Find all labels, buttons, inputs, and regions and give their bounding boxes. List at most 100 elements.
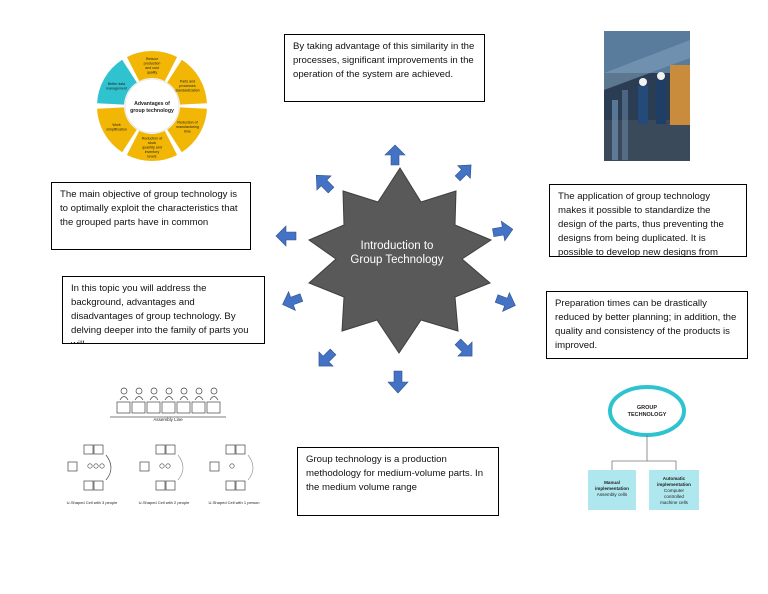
cycle-segment-label: stock [148, 141, 157, 145]
cycle-segment-label: inventory [145, 150, 160, 154]
text-box-left-upper-content: The main objective of group technology i… [60, 189, 238, 228]
cell-caption-2: U-Shaped Cell with 2 people [139, 500, 190, 505]
center-title-line2: Group Technology [350, 254, 443, 266]
text-box-top-content: By taking advantage of this similarity i… [293, 41, 475, 80]
cycle-segment-label: processes [179, 84, 196, 88]
operator-icon [165, 463, 171, 469]
cycle-segment-label: levels [147, 155, 156, 159]
cycle-segment-label: Reduction of [142, 137, 162, 141]
gt-right-sub-1: Computer [664, 488, 685, 493]
cycle-segment-label: Reduce [146, 57, 158, 61]
person-icon [135, 387, 143, 395]
cycle-segment [167, 107, 207, 153]
person-icon [120, 387, 128, 395]
cycle-segment-label: management [106, 86, 127, 90]
cycle-segment-label: and cost [145, 66, 159, 70]
gt-tree-diagram: GROUP TECHNOLOGY Manual implementation A… [588, 385, 699, 510]
cycle-center-line1: Advantages of [134, 101, 170, 107]
person-body-icon [149, 396, 159, 401]
workstation-icon [176, 401, 191, 414]
machine-icon [155, 480, 166, 491]
flow-path-icon [105, 454, 112, 481]
flow-path-icon [177, 454, 184, 481]
machine-icon [225, 444, 236, 455]
person-icon [210, 387, 218, 395]
person-body-icon [209, 396, 219, 401]
cell-layout-diagram: Assembly Line U-Shaped Cell with 3 peopl… [67, 387, 260, 505]
operator-icon [99, 463, 105, 469]
arrow-right-lower-icon [494, 291, 516, 312]
machine-icon [93, 480, 104, 491]
person-icon [165, 387, 173, 395]
workstation-icon [146, 401, 161, 414]
cycle-segment-label: standardization [175, 89, 199, 93]
workstation-icon [131, 401, 146, 414]
gt-right-sub-2: controlled [664, 494, 684, 499]
text-box-right-upper-content: The application of group technology make… [558, 191, 724, 257]
machine-icon [165, 444, 176, 455]
cycle-segment [97, 107, 137, 153]
machine-icon [155, 444, 166, 455]
cycle-segment-label: Parts and [180, 80, 195, 84]
person-body-icon [134, 396, 144, 401]
cycle-segment-label: quantity and [142, 146, 162, 150]
gt-root-line1: GROUP [637, 405, 658, 411]
machine-icon [83, 444, 94, 455]
cell-caption-3: U-Shaped Cell with 1 person [209, 500, 260, 505]
arrow-right-upper-icon [492, 220, 514, 242]
arrow-down-right-icon [454, 338, 473, 357]
machine-icon [67, 461, 78, 472]
machine-icon [235, 480, 246, 491]
workstation-icon [191, 401, 206, 414]
arrow-down-left-icon [318, 348, 337, 367]
text-box-bottom-content: Group technology is a production methodo… [306, 454, 484, 493]
text-box-left-upper: The main objective of group technology i… [51, 182, 251, 250]
workstation-icon [206, 401, 221, 414]
machine-icon [83, 480, 94, 491]
center-title-line1: Introduction to [361, 240, 434, 252]
arrow-down-icon [387, 370, 409, 394]
person-icon [150, 387, 158, 395]
person-icon [180, 387, 188, 395]
text-box-right-lower-content: Preparation times can be drastically red… [555, 298, 737, 351]
flow-path-icon [247, 454, 254, 481]
person-body-icon [194, 396, 204, 401]
factory-photo [604, 31, 690, 161]
arrow-up-left-icon [315, 174, 335, 194]
cycle-segment [126, 130, 178, 161]
central-star [307, 167, 493, 354]
cycle-segment [167, 59, 207, 105]
cycle-segment-label: manufacturing [176, 125, 199, 129]
cycle-segment-label: Better data [108, 82, 126, 86]
text-box-top: By taking advantage of this similarity i… [284, 34, 485, 102]
person-body-icon [179, 396, 189, 401]
text-box-left-lower-content: In this topic you will address the backg… [71, 283, 249, 343]
advantages-cycle-diagram: Advantages of group technology Reducepro… [97, 51, 207, 161]
cycle-segment-label: Reduction of [177, 121, 197, 125]
cycle-segment-label: simplification [106, 127, 127, 131]
arrow-up-right-icon [454, 164, 472, 182]
text-box-right-lower: Preparation times can be drastically red… [546, 291, 748, 359]
cycle-segment [126, 51, 178, 82]
workstation-icon [116, 401, 131, 414]
operator-icon [159, 463, 165, 469]
machine-icon [165, 480, 176, 491]
text-box-right-upper: The application of group technology make… [549, 184, 747, 257]
machine-icon [209, 461, 220, 472]
person-body-icon [164, 396, 174, 401]
machine-icon [225, 480, 236, 491]
machine-icon [235, 444, 246, 455]
gt-root-line2: TECHNOLOGY [628, 412, 667, 418]
workstation-icon [161, 401, 176, 414]
assembly-line-label: Assembly Line [153, 417, 183, 422]
operator-icon [87, 463, 93, 469]
gt-left-title-1: Manual [604, 480, 620, 485]
arrow-left-upper-icon [275, 225, 297, 247]
cycle-segment [97, 59, 137, 105]
operator-icon [93, 463, 99, 469]
cell-caption-1: U-Shaped Cell with 3 people [67, 500, 118, 505]
arrow-left-lower-icon [282, 290, 304, 311]
cycle-segment-label: production [144, 61, 161, 65]
machine-icon [139, 461, 150, 472]
